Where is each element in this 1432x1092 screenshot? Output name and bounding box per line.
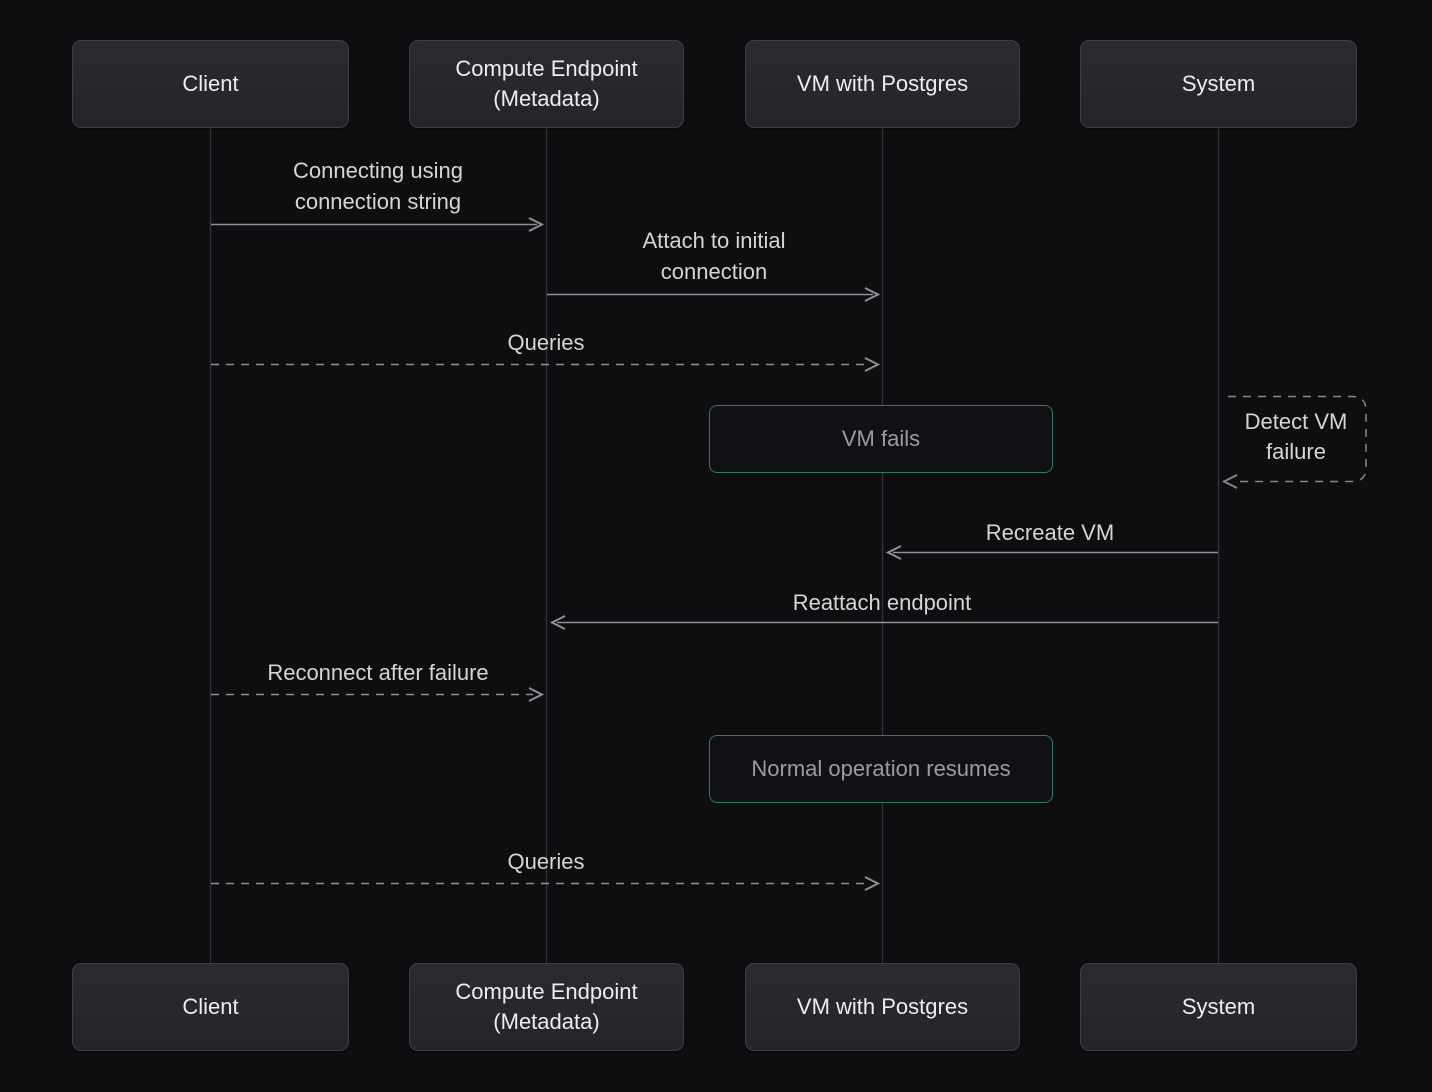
- message-label-detect-vm-failure: Detect VM failure: [1244, 409, 1348, 464]
- arrow-queries-bottom: [211, 876, 881, 891]
- actor-bottom-client: Client: [72, 963, 349, 1051]
- arrow-attach-to-initial-connection: [547, 287, 881, 302]
- message-label-reattach-endpoint: Reattach endpoint: [792, 590, 972, 615]
- arrow-connecting-using-connection-string: [211, 217, 545, 232]
- actor-bottom-vm-with-postgres: VM with Postgres: [745, 963, 1020, 1051]
- message-label-recreate-vm: Recreate VM: [985, 520, 1115, 545]
- arrow-reattach-endpoint: [549, 615, 1218, 630]
- actor-top-vm-with-postgres: VM with Postgres: [745, 40, 1020, 128]
- actor-top-compute-endpoint: Compute Endpoint (Metadata): [409, 40, 684, 128]
- actor-top-client: Client: [72, 40, 349, 128]
- actor-bottom-system: System: [1080, 963, 1357, 1051]
- note-normal-operation-resumes: Normal operation resumes: [709, 735, 1053, 803]
- note-vm-fails: VM fails: [709, 405, 1053, 473]
- message-label-queries-top: Queries: [507, 330, 585, 355]
- message-label-connecting-using-connection-string: Connecting using connection string: [292, 158, 463, 214]
- arrow-reconnect-after-failure: [211, 687, 545, 702]
- message-label-attach-to-initial-connection: Attach to initial connection: [642, 228, 786, 284]
- arrow-queries-top: [211, 357, 881, 372]
- message-label-queries-bottom: Queries: [507, 849, 585, 874]
- actor-top-system: System: [1080, 40, 1357, 128]
- arrow-recreate-vm: [885, 545, 1218, 560]
- arrow-detect-vm-failure-self-loop: [1221, 395, 1367, 489]
- actor-bottom-compute-endpoint: Compute Endpoint (Metadata): [409, 963, 684, 1051]
- message-label-reconnect-after-failure: Reconnect after failure: [267, 660, 489, 685]
